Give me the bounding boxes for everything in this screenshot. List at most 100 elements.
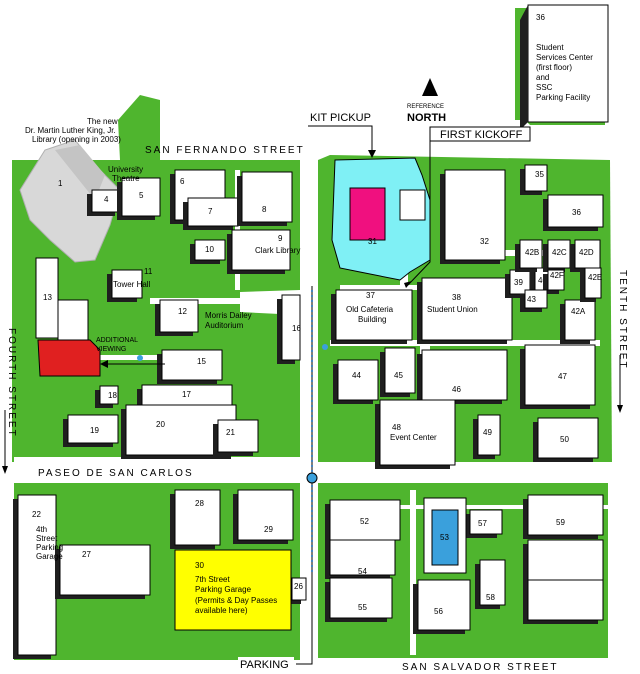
building[interactable]: [329, 577, 393, 619]
building-additional-viewing: 13: [35, 257, 101, 377]
building[interactable]: [187, 197, 239, 227]
library-note-line2: Dr. Martin Luther King, Jr.: [25, 126, 116, 135]
building-number: 1: [58, 179, 63, 188]
label-old-cafeteria-2: Building: [358, 315, 386, 324]
building[interactable]: [584, 267, 602, 299]
building-number: 44: [352, 371, 361, 380]
building[interactable]: [469, 509, 503, 535]
callout-first-kickoff: FIRST KICKOFF: [440, 129, 523, 141]
building[interactable]: [479, 559, 506, 606]
building[interactable]: [527, 579, 604, 621]
label-old-cafeteria-1: Old Cafeteria: [346, 305, 394, 314]
building-number: 21: [226, 428, 235, 437]
building-30-garage: 30 7th Street Parking Garage (Permits & …: [174, 549, 292, 631]
building-number: 57: [478, 519, 487, 528]
building[interactable]: [194, 239, 226, 261]
building-number: 48: [392, 423, 401, 432]
building[interactable]: [537, 417, 599, 459]
building-labels: University Theatre Tower Hall Morris Dai…: [36, 165, 478, 561]
building-number: 22: [32, 510, 41, 519]
label-clark-library: Clark Library: [255, 246, 300, 255]
building[interactable]: [111, 269, 143, 299]
garage-note-line2: Parking Garage: [195, 585, 252, 594]
building-number: 15: [197, 357, 206, 366]
building[interactable]: [159, 299, 199, 333]
building[interactable]: [231, 229, 291, 271]
building[interactable]: [547, 269, 565, 291]
building[interactable]: [281, 294, 301, 361]
building-number: 30: [195, 561, 204, 570]
building-number: 42C: [552, 248, 567, 257]
building[interactable]: [444, 169, 506, 261]
building[interactable]: [547, 194, 604, 228]
building-number: 29: [264, 525, 273, 534]
street-san-fernando: SAN FERNANDO STREET: [145, 145, 305, 156]
building-number: 52: [360, 517, 369, 526]
building-33-ssc: 36 Student Services Center (first floor)…: [520, 4, 609, 130]
label-morris-dailey-1: Morris Dailey: [205, 311, 252, 320]
building-number: 59: [556, 518, 565, 527]
building-number: 7: [208, 207, 213, 216]
building[interactable]: [291, 577, 307, 601]
label-4th-garage-3: Parking: [36, 543, 63, 552]
building[interactable]: [527, 539, 604, 581]
building[interactable]: [477, 414, 501, 456]
building-number: 18: [108, 391, 117, 400]
building-number: 43: [527, 295, 536, 304]
streets: SAN FERNANDO STREET PASEO DE SAN CARLOS …: [2, 145, 628, 673]
walking-route: [137, 290, 328, 575]
building[interactable]: [384, 347, 416, 394]
label-tower-hall: Tower Hall: [113, 280, 151, 289]
building[interactable]: [421, 277, 513, 341]
ssc-note-line6: Parking Facility: [536, 93, 590, 102]
label-university-theatre-2: Theatre: [112, 174, 140, 183]
building[interactable]: [519, 239, 543, 269]
garage-note-line3: (Permits & Day Passes: [195, 596, 277, 605]
building-53-pool: 53: [423, 497, 467, 574]
label-4th-garage-1: 4th: [36, 525, 47, 534]
building-number: 55: [358, 603, 367, 612]
building-number: 12: [178, 307, 187, 316]
building-number: 47: [558, 372, 567, 381]
building[interactable]: [241, 171, 293, 223]
street-tenth: TENTH STREET: [617, 270, 628, 370]
building[interactable]: [121, 177, 161, 217]
building-number: 32: [480, 237, 489, 246]
building[interactable]: [337, 359, 379, 401]
building[interactable]: [99, 385, 119, 405]
building[interactable]: [59, 544, 151, 596]
building[interactable]: [161, 349, 223, 381]
building-number: 8: [262, 205, 267, 214]
building[interactable]: [174, 489, 221, 546]
building[interactable]: [17, 494, 57, 656]
building[interactable]: [421, 349, 508, 401]
callout-additional-viewing-1: ADDITIONAL: [96, 337, 138, 344]
building[interactable]: [524, 344, 596, 406]
building-number: 20: [156, 420, 165, 429]
building-number: 5: [139, 191, 144, 200]
building[interactable]: [217, 419, 259, 453]
ssc-note-line4: and: [536, 73, 549, 82]
building-number: 54: [358, 567, 367, 576]
street-san-salvador: SAN SALVADOR STREET: [402, 662, 559, 673]
building[interactable]: [527, 494, 604, 536]
building[interactable]: [329, 539, 396, 576]
building[interactable]: [379, 399, 456, 466]
building-number: 40: [538, 276, 547, 285]
building[interactable]: [335, 289, 413, 341]
building[interactable]: [564, 299, 596, 341]
building[interactable]: [417, 579, 471, 631]
building[interactable]: [67, 414, 119, 444]
building[interactable]: [524, 289, 548, 309]
building-number: 28: [195, 499, 204, 508]
building[interactable]: [237, 489, 294, 541]
building-number: 56: [434, 607, 443, 616]
building-number: 17: [182, 390, 191, 399]
building[interactable]: [524, 164, 548, 192]
building[interactable]: [574, 239, 601, 269]
building-number: 9: [278, 234, 283, 243]
building-number: 39: [514, 278, 523, 287]
building[interactable]: [329, 499, 401, 541]
building-number: 42A: [571, 307, 586, 316]
